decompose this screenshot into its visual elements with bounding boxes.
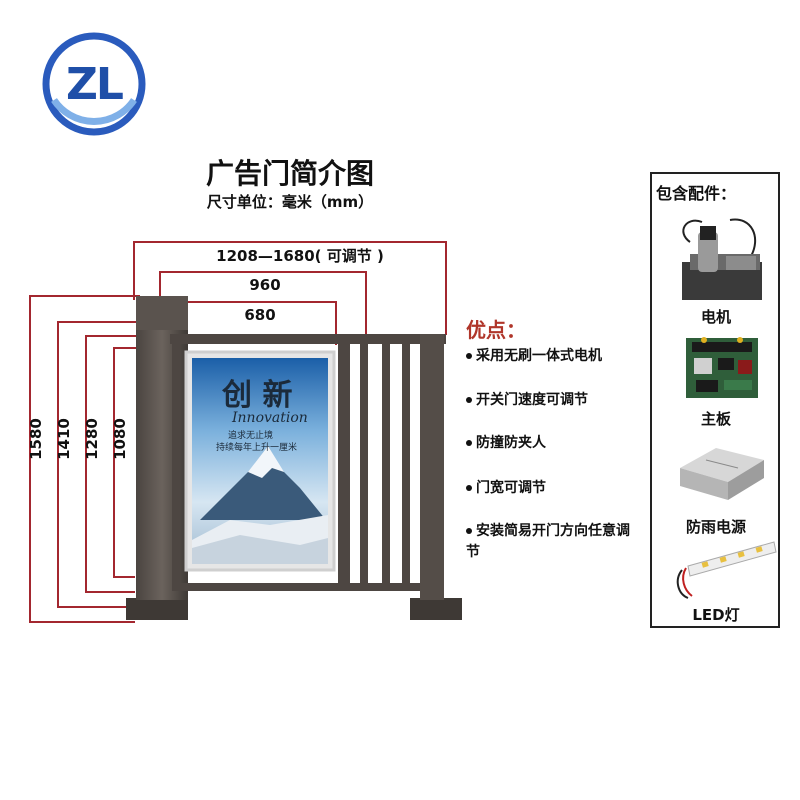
advantage-item: 门宽可调节 — [466, 478, 646, 499]
power-supply-icon — [680, 448, 764, 500]
bullet-icon — [466, 353, 472, 359]
height-label-1410: 1410 — [55, 418, 73, 460]
circuit-board-icon — [686, 337, 758, 398]
accessories-panel — [650, 172, 780, 628]
advert-poster — [184, 350, 336, 572]
advantage-item: 安装简易开门方向任意调节 — [466, 523, 630, 560]
accessory-label-power: 防雨电源 — [685, 518, 746, 536]
poster-slogan-b: 持续每年上升一厘米 — [216, 443, 298, 453]
gate-frame — [126, 296, 462, 620]
bullet-icon — [466, 528, 472, 534]
advantage-item: 开关门速度可调节 — [466, 390, 646, 411]
accessory-label-led: LED灯 — [692, 606, 740, 624]
motor-icon — [682, 218, 762, 300]
unit-note: 尺寸单位：毫米（mm） — [206, 193, 374, 211]
advantage-item: 采用无刷一体式电机 — [466, 346, 646, 367]
height-label-1280: 1280 — [83, 418, 101, 460]
height-label-1080: 1080 — [111, 418, 129, 460]
logo-text: ZL — [66, 58, 124, 110]
accessory-label-motor: 电机 — [700, 308, 731, 326]
page-title: 广告门简介图 — [205, 157, 374, 190]
height-label-1580: 1580 — [27, 418, 45, 460]
accessories-title: 包含配件： — [656, 184, 737, 203]
width-label-overall: 1208—1680( 可调节 ) — [216, 247, 384, 265]
bullet-icon — [466, 397, 472, 403]
width-label-960: 960 — [249, 276, 281, 294]
company-logo: ZL — [40, 30, 148, 138]
led-strip-icon — [676, 541, 777, 599]
poster-headline: 创 新 — [222, 378, 293, 413]
advantages-title: 优点： — [466, 318, 526, 342]
poster-english: Innovation — [232, 410, 308, 426]
bullet-icon — [466, 485, 472, 491]
accessory-label-board: 主板 — [700, 410, 731, 428]
bullet-icon — [466, 440, 472, 446]
logo-ring-icon — [42, 32, 146, 136]
poster-slogan-a: 追求无止境 — [228, 431, 274, 441]
advantage-item: 防撞防夹人 — [466, 433, 646, 454]
width-label-680: 680 — [244, 306, 276, 324]
